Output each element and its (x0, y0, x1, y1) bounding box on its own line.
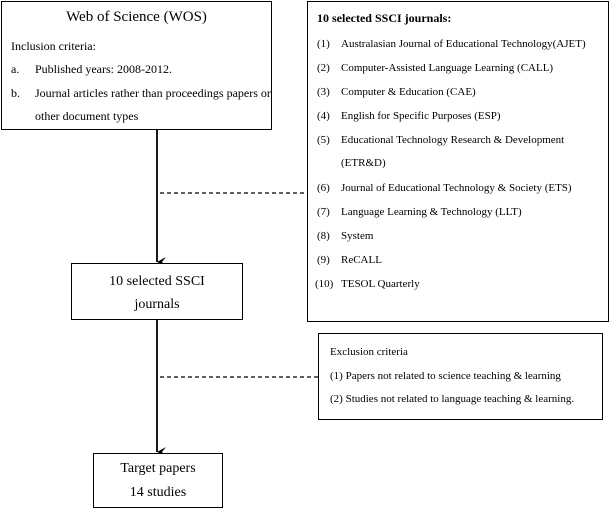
journals-list-title: 10 selected SSCI journals: (317, 11, 452, 25)
journal-num: (3) (317, 86, 330, 98)
journal-item: Computer & Education (CAE) (341, 86, 476, 98)
journal-item-cont: (ETR&D) (341, 157, 386, 169)
wos-box: Web of Science (WOS) Inclusion criteria:… (1, 1, 272, 130)
wos-item-b-marker: b. (11, 86, 20, 100)
journal-num: (5) (317, 134, 330, 146)
wos-item-a-marker: a. (11, 62, 20, 76)
journal-num: (4) (317, 110, 330, 122)
journal-num: (6) (317, 182, 330, 194)
journal-num: (8) (317, 230, 330, 242)
journal-item: TESOL Quarterly (341, 278, 420, 290)
journal-num: (2) (317, 62, 330, 74)
target-papers-line2: 14 studies (129, 485, 187, 500)
journal-item: Educational Technology Research & Develo… (341, 134, 565, 146)
journal-item: Language Learning & Technology (LLT) (341, 206, 522, 218)
exclusion-item: (2) Studies not related to language teac… (330, 393, 575, 405)
target-papers-line1: Target papers (120, 461, 196, 476)
journal-num: (7) (317, 206, 330, 218)
journal-num: (10) (315, 278, 334, 290)
journal-num: (1) (317, 38, 330, 50)
selected-journals-line2: journals (134, 297, 180, 312)
exclusion-item: (1) Papers not related to science teachi… (330, 370, 561, 382)
exclusion-box: Exclusion criteria (1) Papers not relate… (318, 333, 603, 420)
wos-item-b: Journal articles rather than proceedings… (35, 86, 271, 100)
journal-item: Australasian Journal of Educational Tech… (341, 38, 586, 50)
journal-item: Journal of Educational Technology & Soci… (341, 182, 572, 194)
target-papers-box: Target papers 14 studies (93, 453, 223, 508)
journal-item: System (341, 230, 374, 242)
journal-item: Computer-Assisted Language Learning (CAL… (341, 62, 554, 74)
wos-item-a: Published years: 2008-2012. (35, 62, 172, 76)
journals-list-box: 10 selected SSCI journals: (1) Australas… (307, 1, 609, 322)
wos-title: Web of Science (WOS) (66, 9, 207, 25)
journal-item: English for Specific Purposes (ESP) (341, 110, 501, 122)
journal-num: (9) (317, 254, 330, 266)
selected-journals-line1: 10 selected SSCI (109, 274, 205, 289)
selected-journals-box: 10 selected SSCI journals (71, 263, 243, 320)
journal-item: ReCALL (341, 254, 382, 266)
wos-item-b-cont: other document types (35, 109, 139, 123)
exclusion-title: Exclusion criteria (330, 346, 408, 358)
wos-criteria-label: Inclusion criteria: (11, 39, 96, 53)
